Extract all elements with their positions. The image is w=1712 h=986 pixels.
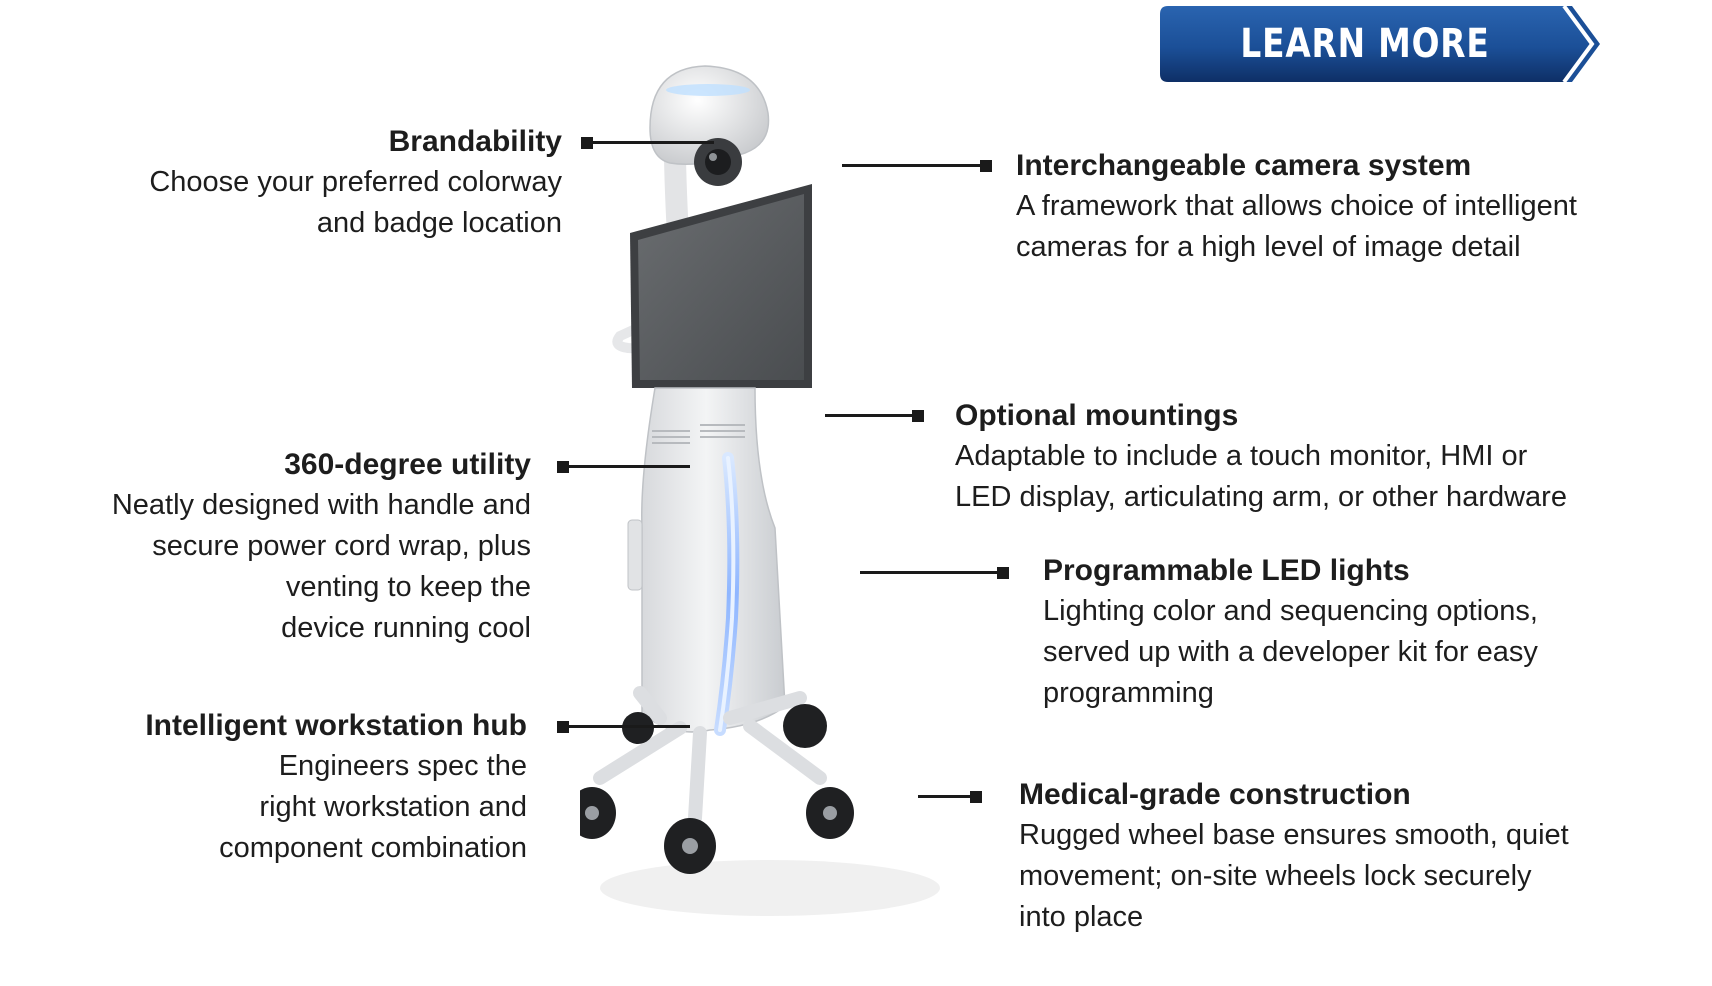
callout-camera-system: Interchangeable camera system A framewor… (1016, 146, 1577, 268)
led-leader (860, 571, 1000, 574)
mountings-bullet (912, 410, 924, 422)
camera-desc: A framework that allows choice of intell… (1016, 190, 1577, 263)
mountings-desc: Adaptable to include a touch monitor, HM… (955, 440, 1567, 513)
brandability-title: Brandability (388, 125, 562, 158)
camera-leader (842, 164, 982, 167)
callout-brandability: Brandability Choose your preferred color… (149, 122, 562, 244)
hub-bullet (557, 721, 569, 733)
construction-bullet (970, 791, 982, 803)
callout-workstation-hub: Intelligent workstation hub Engineers sp… (145, 706, 527, 869)
learn-more-banner-shape (1160, 6, 1600, 82)
brandability-leader (592, 141, 714, 144)
learn-more-label: LEARN MORE (1240, 21, 1490, 67)
callout-medical-construction: Medical-grade construction Rugged wheel … (1019, 775, 1569, 938)
camera-bullet (980, 160, 992, 172)
utility-title: 360-degree utility (284, 448, 531, 481)
hub-desc: Engineers spec the right workstation and… (219, 750, 527, 864)
utility-leader (568, 465, 690, 468)
callout-360-utility: 360-degree utility Neatly designed with … (112, 445, 531, 649)
hub-leader (568, 725, 690, 728)
mountings-title: Optional mountings (955, 399, 1239, 432)
construction-desc: Rugged wheel base ensures smooth, quiet … (1019, 819, 1569, 933)
led-desc: Lighting color and sequencing options, s… (1043, 595, 1538, 709)
utility-bullet (557, 461, 569, 473)
construction-title: Medical-grade construction (1019, 778, 1411, 811)
camera-title: Interchangeable camera system (1016, 149, 1472, 182)
utility-desc: Neatly designed with handle and secure p… (111, 489, 531, 644)
brandability-bullet (581, 137, 593, 149)
led-title: Programmable LED lights (1043, 554, 1410, 587)
led-bullet (997, 567, 1009, 579)
learn-more-button[interactable]: LEARN MORE (1160, 6, 1600, 82)
callout-optional-mountings: Optional mountings Adaptable to include … (955, 396, 1567, 518)
construction-leader (918, 795, 973, 798)
hub-title: Intelligent workstation hub (145, 709, 527, 742)
mountings-leader (825, 414, 915, 417)
callout-led-lights: Programmable LED lights Lighting color a… (1043, 551, 1538, 714)
brandability-desc: Choose your preferred colorway and badge… (149, 166, 562, 239)
workstation-cart-illustration (580, 65, 940, 916)
